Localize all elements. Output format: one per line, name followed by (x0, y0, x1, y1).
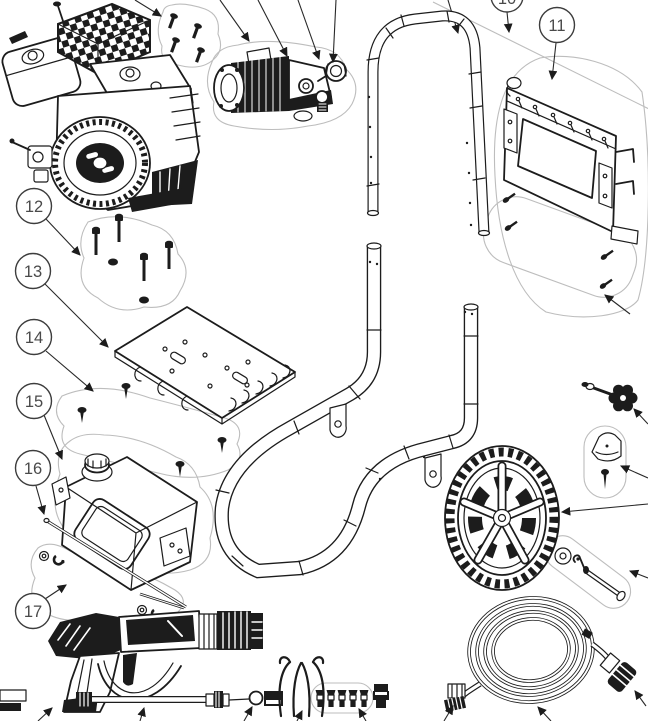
handle-tube (366, 10, 491, 237)
base-plate (114, 306, 296, 425)
engine-bolts-set (168, 13, 205, 63)
callout-16-label: 16 (24, 460, 42, 478)
spray-gun (0, 610, 263, 713)
quick-coupler (373, 684, 389, 708)
callout-14: 14 (15, 318, 53, 356)
callout-13: 13 (14, 252, 52, 290)
support-rod (43, 517, 187, 609)
mounting-bolts-set (92, 213, 173, 304)
detergent-tank (51, 453, 198, 591)
engine-assembly (1, 2, 201, 212)
tapping-screws-set (77, 383, 227, 477)
accessory-panel (503, 76, 639, 245)
panel-screws-set (502, 192, 631, 315)
siphon-ball-fitting (228, 690, 283, 706)
callout-12-label: 12 (25, 198, 43, 216)
axle-washer-pin-set (554, 547, 626, 602)
nozzle-set (315, 690, 369, 707)
callout-15: 15 (15, 382, 53, 420)
leader-arrows-top (134, 0, 460, 64)
high-pressure-hose (443, 596, 637, 712)
callout-12: 12 (15, 187, 53, 225)
frame-clip-and-screw (591, 432, 622, 489)
callout-11-label: 11 (548, 17, 565, 35)
callout-17-label: 17 (24, 603, 42, 621)
spray-wand (76, 691, 230, 708)
panel-keyslots (515, 96, 609, 149)
callout-10-label: 10 (498, 0, 516, 8)
pump-assembly (213, 47, 347, 122)
leader-arrows-right (560, 408, 648, 579)
wire-hook-tool (278, 656, 325, 718)
callouts: 10 11 12 13 14 15 16 17 (14, 0, 576, 630)
handle-knob (581, 382, 638, 412)
wheel (444, 445, 560, 591)
callout-15-label: 15 (25, 393, 43, 411)
leader-arrows-bottom (37, 690, 647, 721)
callout-16: 16 (14, 449, 52, 487)
callout-14-label: 14 (25, 329, 43, 347)
shaft-key (9, 1, 65, 44)
callout-11: 11 (538, 6, 576, 44)
frame-assembly (214, 242, 479, 579)
callout-17: 17 (14, 592, 52, 630)
callout-13-label: 13 (24, 263, 42, 281)
callout-10: 10 (490, 0, 524, 13)
